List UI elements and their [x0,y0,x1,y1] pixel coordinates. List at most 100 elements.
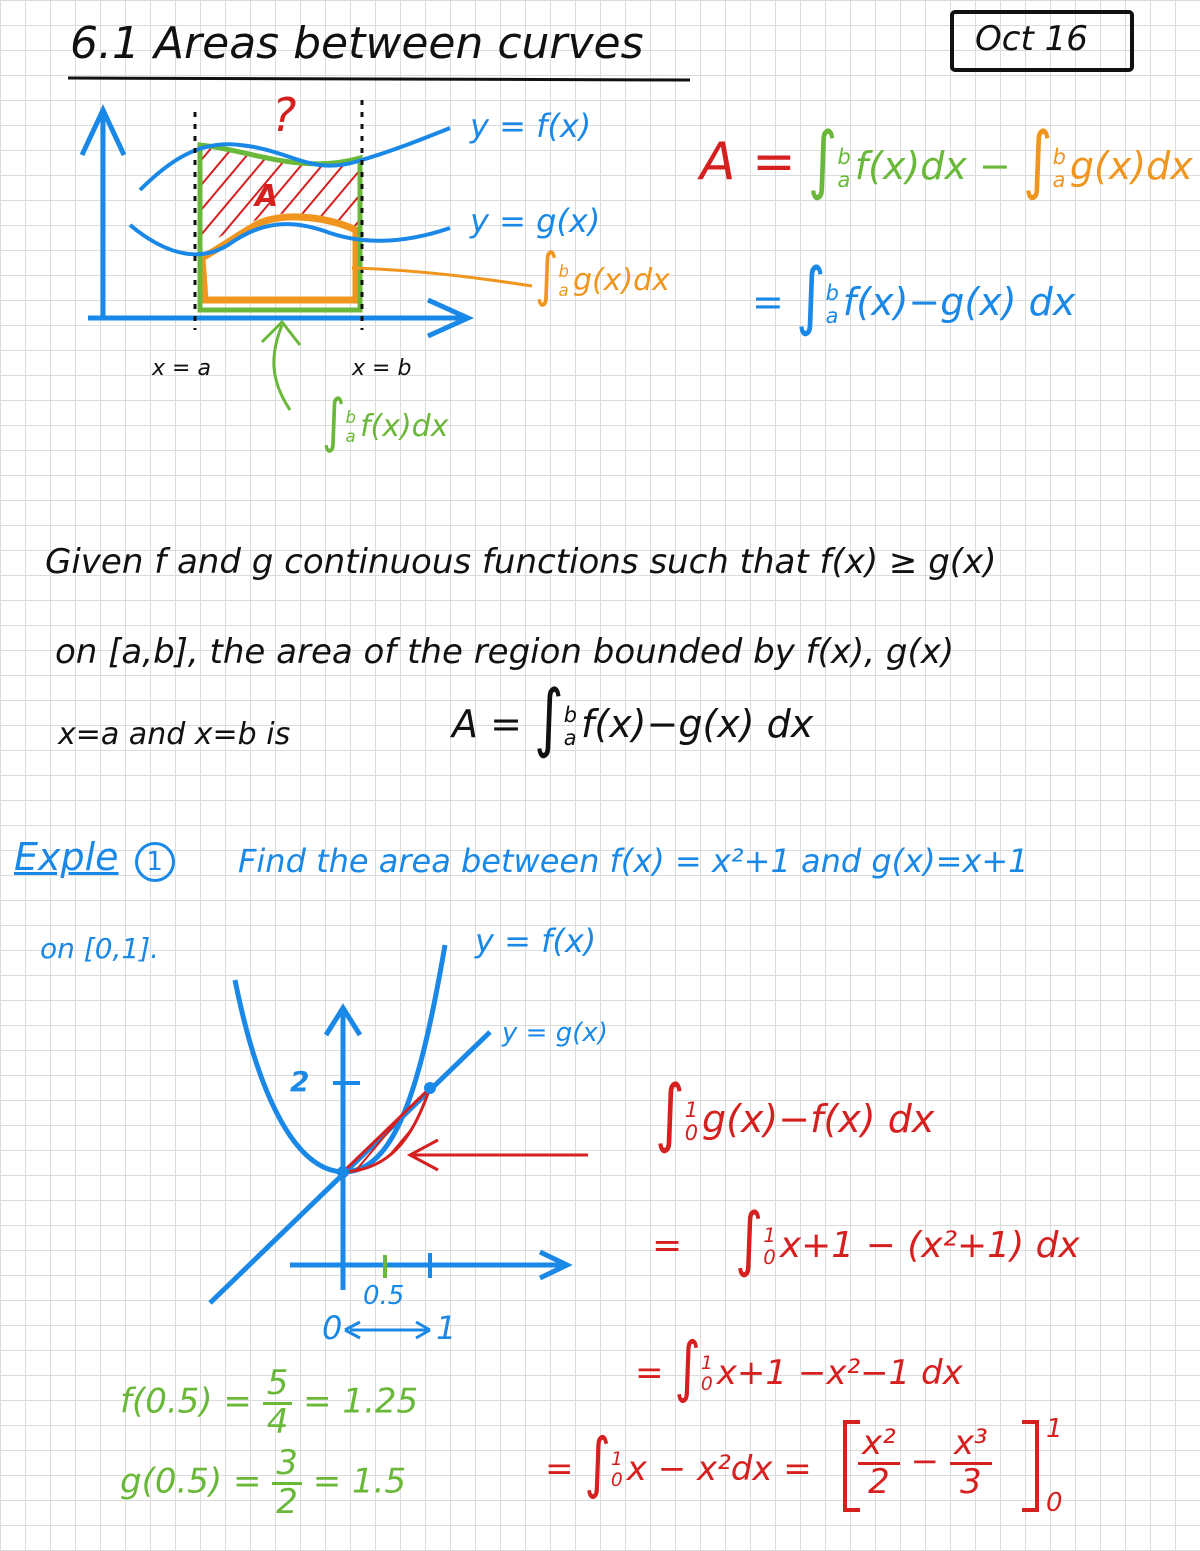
lower-limit: a [1052,167,1066,192]
area-diagram [79,100,533,411]
f-lhs: f(0.5) = [120,1381,252,1422]
example-heading: Exple 1 [14,838,175,882]
g-value: = 1.5 [312,1461,407,1502]
example-number: 1 [134,842,175,882]
integrand: f(x)−g(x) dx [842,280,1076,324]
bracket-lower-limit: 0 [1046,1488,1063,1518]
curve-g [128,222,451,257]
upper-limit: b [563,702,577,727]
graph-x-axis [290,1249,573,1281]
upper-limit: b [825,280,839,305]
integrand: x+1 − (x²+1) dx [779,1225,1080,1266]
lower-limit: 0 [684,1120,698,1145]
theorem-line-3: x=a and x=b is [58,717,291,752]
date-box [950,10,1134,72]
graph-y-axis [323,1003,363,1290]
title-underline [67,76,691,82]
bracket-minus: − [910,1441,940,1482]
f-value: = 1.25 [303,1381,419,1422]
g-numerator: 3 [272,1445,302,1485]
g-denominator: 2 [276,1481,298,1522]
integral-sign: ∫ [584,1425,611,1502]
upper-limit: b [558,262,569,282]
upper-limit: b [1052,144,1066,169]
upper-limit: 1 [763,1224,776,1248]
integrand: g(x)dx [1069,144,1193,188]
integrand: f(x)dx [359,409,449,444]
hatched-region [200,145,360,250]
bracket-denominator-2: 3 [959,1461,982,1502]
label-x-a: x = a [152,356,211,381]
integrand: x+1 −x²−1 dx [716,1353,963,1393]
page-title: 6.1 Areas between curves [70,18,644,69]
equals-sign: = [635,1353,664,1393]
integral-sign: ∫ [322,386,346,455]
integral-sign: ∫ [735,1197,764,1280]
formula-minus: − [978,144,1011,188]
parabola-f [232,944,448,1175]
upper-limit: 1 [684,1097,698,1122]
theorem-line-1: Given f and g continuous functions such … [45,542,997,582]
example-label: Exple [14,835,119,879]
lower-limit: a [825,303,839,328]
upper-limit: b [837,144,851,169]
lower-limit: a [563,725,577,750]
lower-limit: 0 [763,1246,776,1269]
formula-eq2: = [752,280,784,324]
f-numerator: 5 [262,1365,293,1405]
bracket-numerator-1: x² [858,1425,900,1465]
graph-origin: 0 [322,1309,343,1347]
orange-region [198,213,360,304]
curve-f [138,126,451,192]
integral-sign: ∫ [535,240,559,309]
integrand: f(x)−g(x) dx [580,702,814,746]
x-axis [88,297,475,339]
integrand: x − x²dx = [626,1449,812,1489]
integrand: g(x)−f(x) dx [702,1097,935,1141]
example-interval: on [0,1]. [40,932,160,965]
bracket-upper-limit: 1 [1046,1414,1063,1444]
graph-label-g: y = g(x) [502,1018,608,1048]
graph-tick-05: 0.5 [363,1281,405,1311]
lower-limit: a [837,167,851,192]
lower-limit: a [345,426,356,446]
integrand: g(x)dx [572,263,670,298]
graph-label-f: y = f(x) [475,922,597,960]
bracket-denominator-1: 2 [868,1461,890,1502]
theorem-formula-lhs: A = [452,702,522,746]
y-axis [79,104,127,318]
example-graph [208,944,588,1340]
bracket-right [1022,1420,1039,1512]
integral-sign: ∫ [534,674,564,761]
graph-tick-1: 1 [436,1309,457,1347]
lower-limit: 0 [700,1373,713,1395]
lower-limit: 0 [610,1469,623,1491]
upper-limit: 1 [700,1352,713,1374]
theorem-line-2: on [a,b], the area of the region bounded… [55,632,955,672]
graph-tick-2: 2 [290,1065,310,1098]
label-y-g: y = g(x) [470,202,601,240]
bracket-numerator-2: x³ [949,1425,992,1465]
equals-sign: = [652,1225,683,1266]
lower-limit: a [558,280,569,300]
example-problem: Find the area between f(x) = x²+1 and g(… [238,842,1029,880]
upper-limit: 1 [610,1448,623,1470]
equals-sign: = [545,1449,574,1489]
formula-lhs: A = [700,132,796,192]
f-denominator: 4 [266,1401,289,1442]
g-lhs: g(0.5) = [120,1461,262,1502]
